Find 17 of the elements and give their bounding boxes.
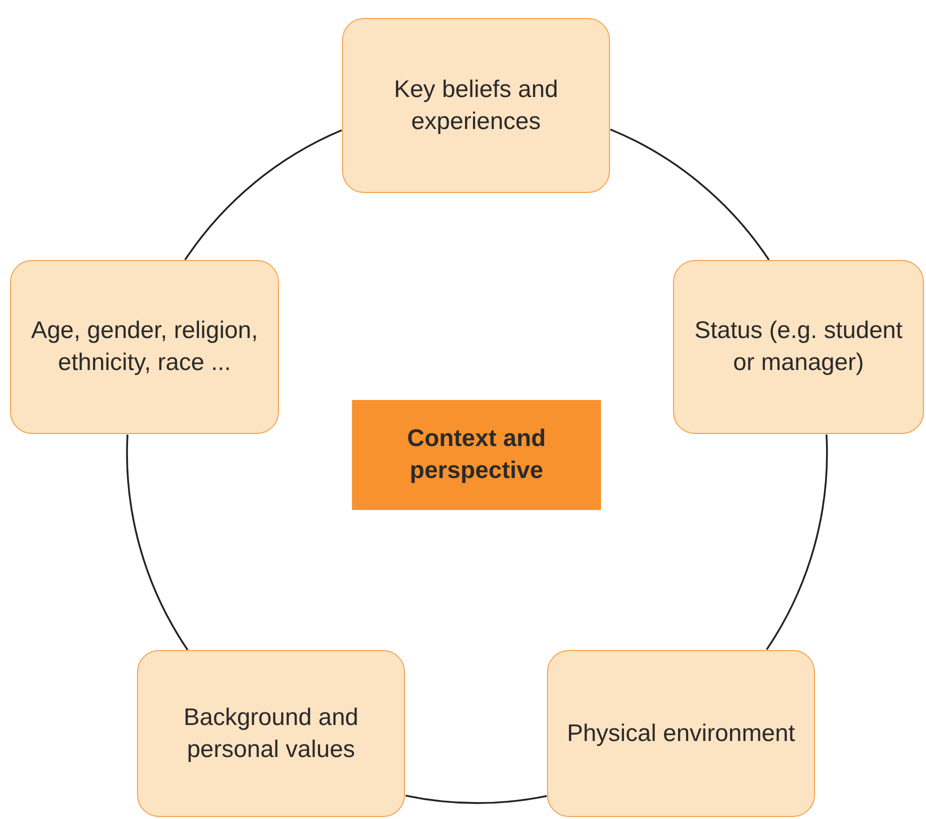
circle-arc bbox=[405, 794, 547, 804]
topic-box bbox=[673, 260, 924, 434]
box-label: Context and perspective bbox=[406, 424, 547, 486]
box-label: Age, gender, religion, ethnicity, race ... bbox=[30, 316, 259, 378]
topic-box bbox=[342, 18, 610, 193]
box-label: Background and personal values bbox=[182, 702, 360, 764]
circle-arc bbox=[610, 128, 770, 260]
box-label: Key beliefs and experiences bbox=[392, 74, 560, 136]
circle-arc bbox=[766, 434, 828, 650]
circle-arc bbox=[126, 434, 188, 650]
center-box bbox=[352, 400, 601, 510]
topic-box bbox=[547, 650, 815, 817]
topic-box bbox=[137, 650, 405, 817]
box-label: Physical environment bbox=[566, 718, 796, 749]
box-label: Status (e.g. student or manager) bbox=[693, 316, 904, 378]
circle-arc bbox=[184, 129, 342, 260]
topic-box bbox=[10, 260, 279, 434]
